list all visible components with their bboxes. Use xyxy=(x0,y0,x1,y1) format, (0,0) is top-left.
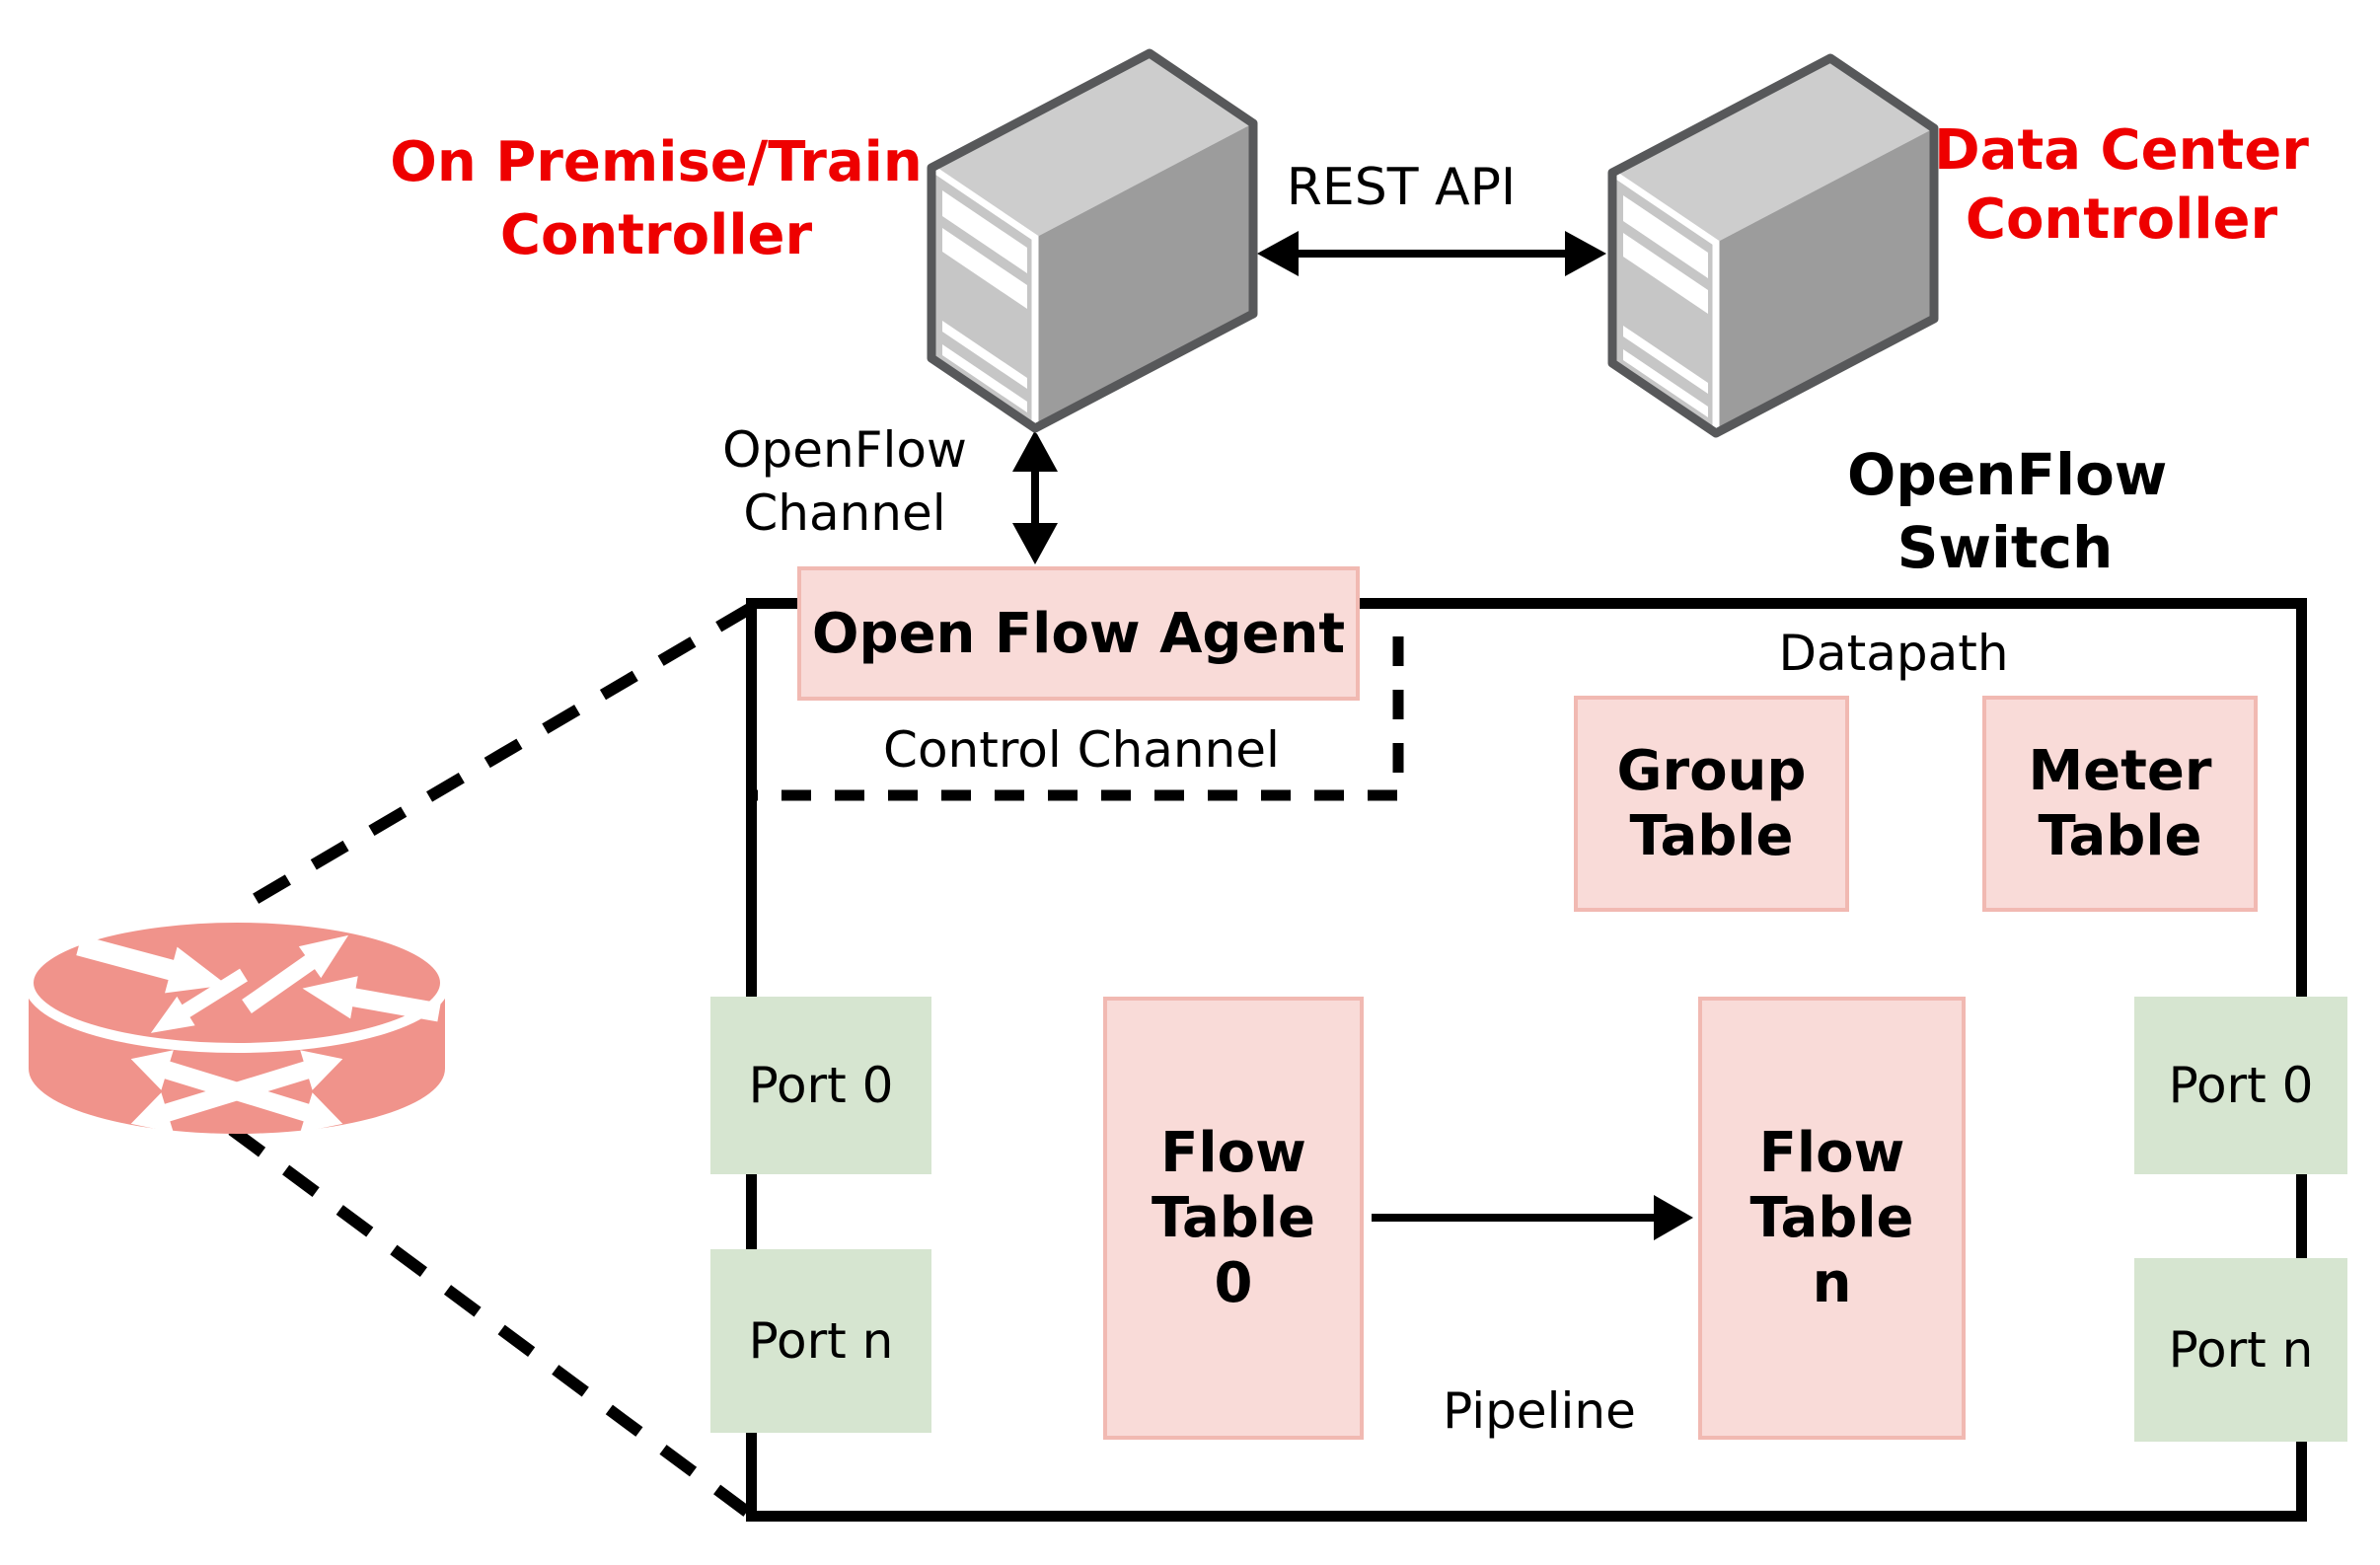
flow-table-0-box: Flow Table 0 xyxy=(1103,997,1364,1440)
label-line: Channel xyxy=(743,484,946,542)
label-line: Data Center xyxy=(1934,118,2309,183)
router-icon xyxy=(25,916,449,1145)
on-premise-controller-label: On Premise/Train Controller xyxy=(335,126,977,272)
openflow-switch-label: OpenFlow Switch xyxy=(1847,438,2168,584)
port-n-right-box: Port n xyxy=(2134,1258,2347,1442)
label-line: Flow xyxy=(1758,1120,1905,1185)
rest-api-arrow xyxy=(1257,231,1606,276)
open-flow-agent-box: Open Flow Agent xyxy=(797,566,1360,701)
openflow-channel-label: OpenFlow Channel xyxy=(707,418,983,545)
label-line: Switch xyxy=(1897,514,2114,581)
label-line: Table xyxy=(2038,803,2202,868)
label-line: Group xyxy=(1616,738,1807,803)
port-label: Port 0 xyxy=(2168,1057,2314,1114)
zoom-callout-dash-top xyxy=(233,602,755,916)
port-label: Port 0 xyxy=(748,1057,894,1114)
label-line: OpenFlow xyxy=(722,421,967,479)
label-line: Table xyxy=(1749,1185,1914,1250)
label-line: n xyxy=(1812,1250,1852,1315)
port-0-right-box: Port 0 xyxy=(2134,997,2347,1174)
flow-table-n-box: Flow Table n xyxy=(1698,997,1966,1440)
group-table-box: Group Table xyxy=(1574,696,1849,912)
open-flow-agent-label: Open Flow Agent xyxy=(811,601,1346,666)
port-0-left-box: Port 0 xyxy=(710,997,931,1174)
label-line: Meter xyxy=(2028,738,2212,803)
meter-table-box: Meter Table xyxy=(1982,696,2258,912)
label-line: Flow xyxy=(1160,1120,1306,1185)
rest-api-label: REST API xyxy=(1286,158,1517,217)
label-line: Table xyxy=(1629,803,1794,868)
label-line: OpenFlow xyxy=(1847,441,2168,508)
server-tower-icon xyxy=(918,25,1267,439)
control-channel-label: Control Channel xyxy=(883,721,1280,779)
label-line: On Premise/Train xyxy=(390,130,923,194)
openflow-channel-arrow xyxy=(1012,430,1058,564)
server-tower-icon xyxy=(1599,30,1948,444)
data-center-controller-label: Data Center Controller xyxy=(1934,116,2309,255)
zoom-callout-dash-bottom xyxy=(228,1125,751,1517)
port-label: Port n xyxy=(748,1312,894,1370)
label-line: Controller xyxy=(1965,187,2278,252)
label-line: 0 xyxy=(1214,1250,1253,1315)
port-n-left-box: Port n xyxy=(710,1249,931,1433)
label-line: Table xyxy=(1151,1185,1316,1250)
port-label: Port n xyxy=(2168,1321,2314,1379)
datapath-label: Datapath xyxy=(1778,625,2009,682)
label-line: Controller xyxy=(499,203,813,267)
pipeline-label: Pipeline xyxy=(1443,1382,1636,1440)
